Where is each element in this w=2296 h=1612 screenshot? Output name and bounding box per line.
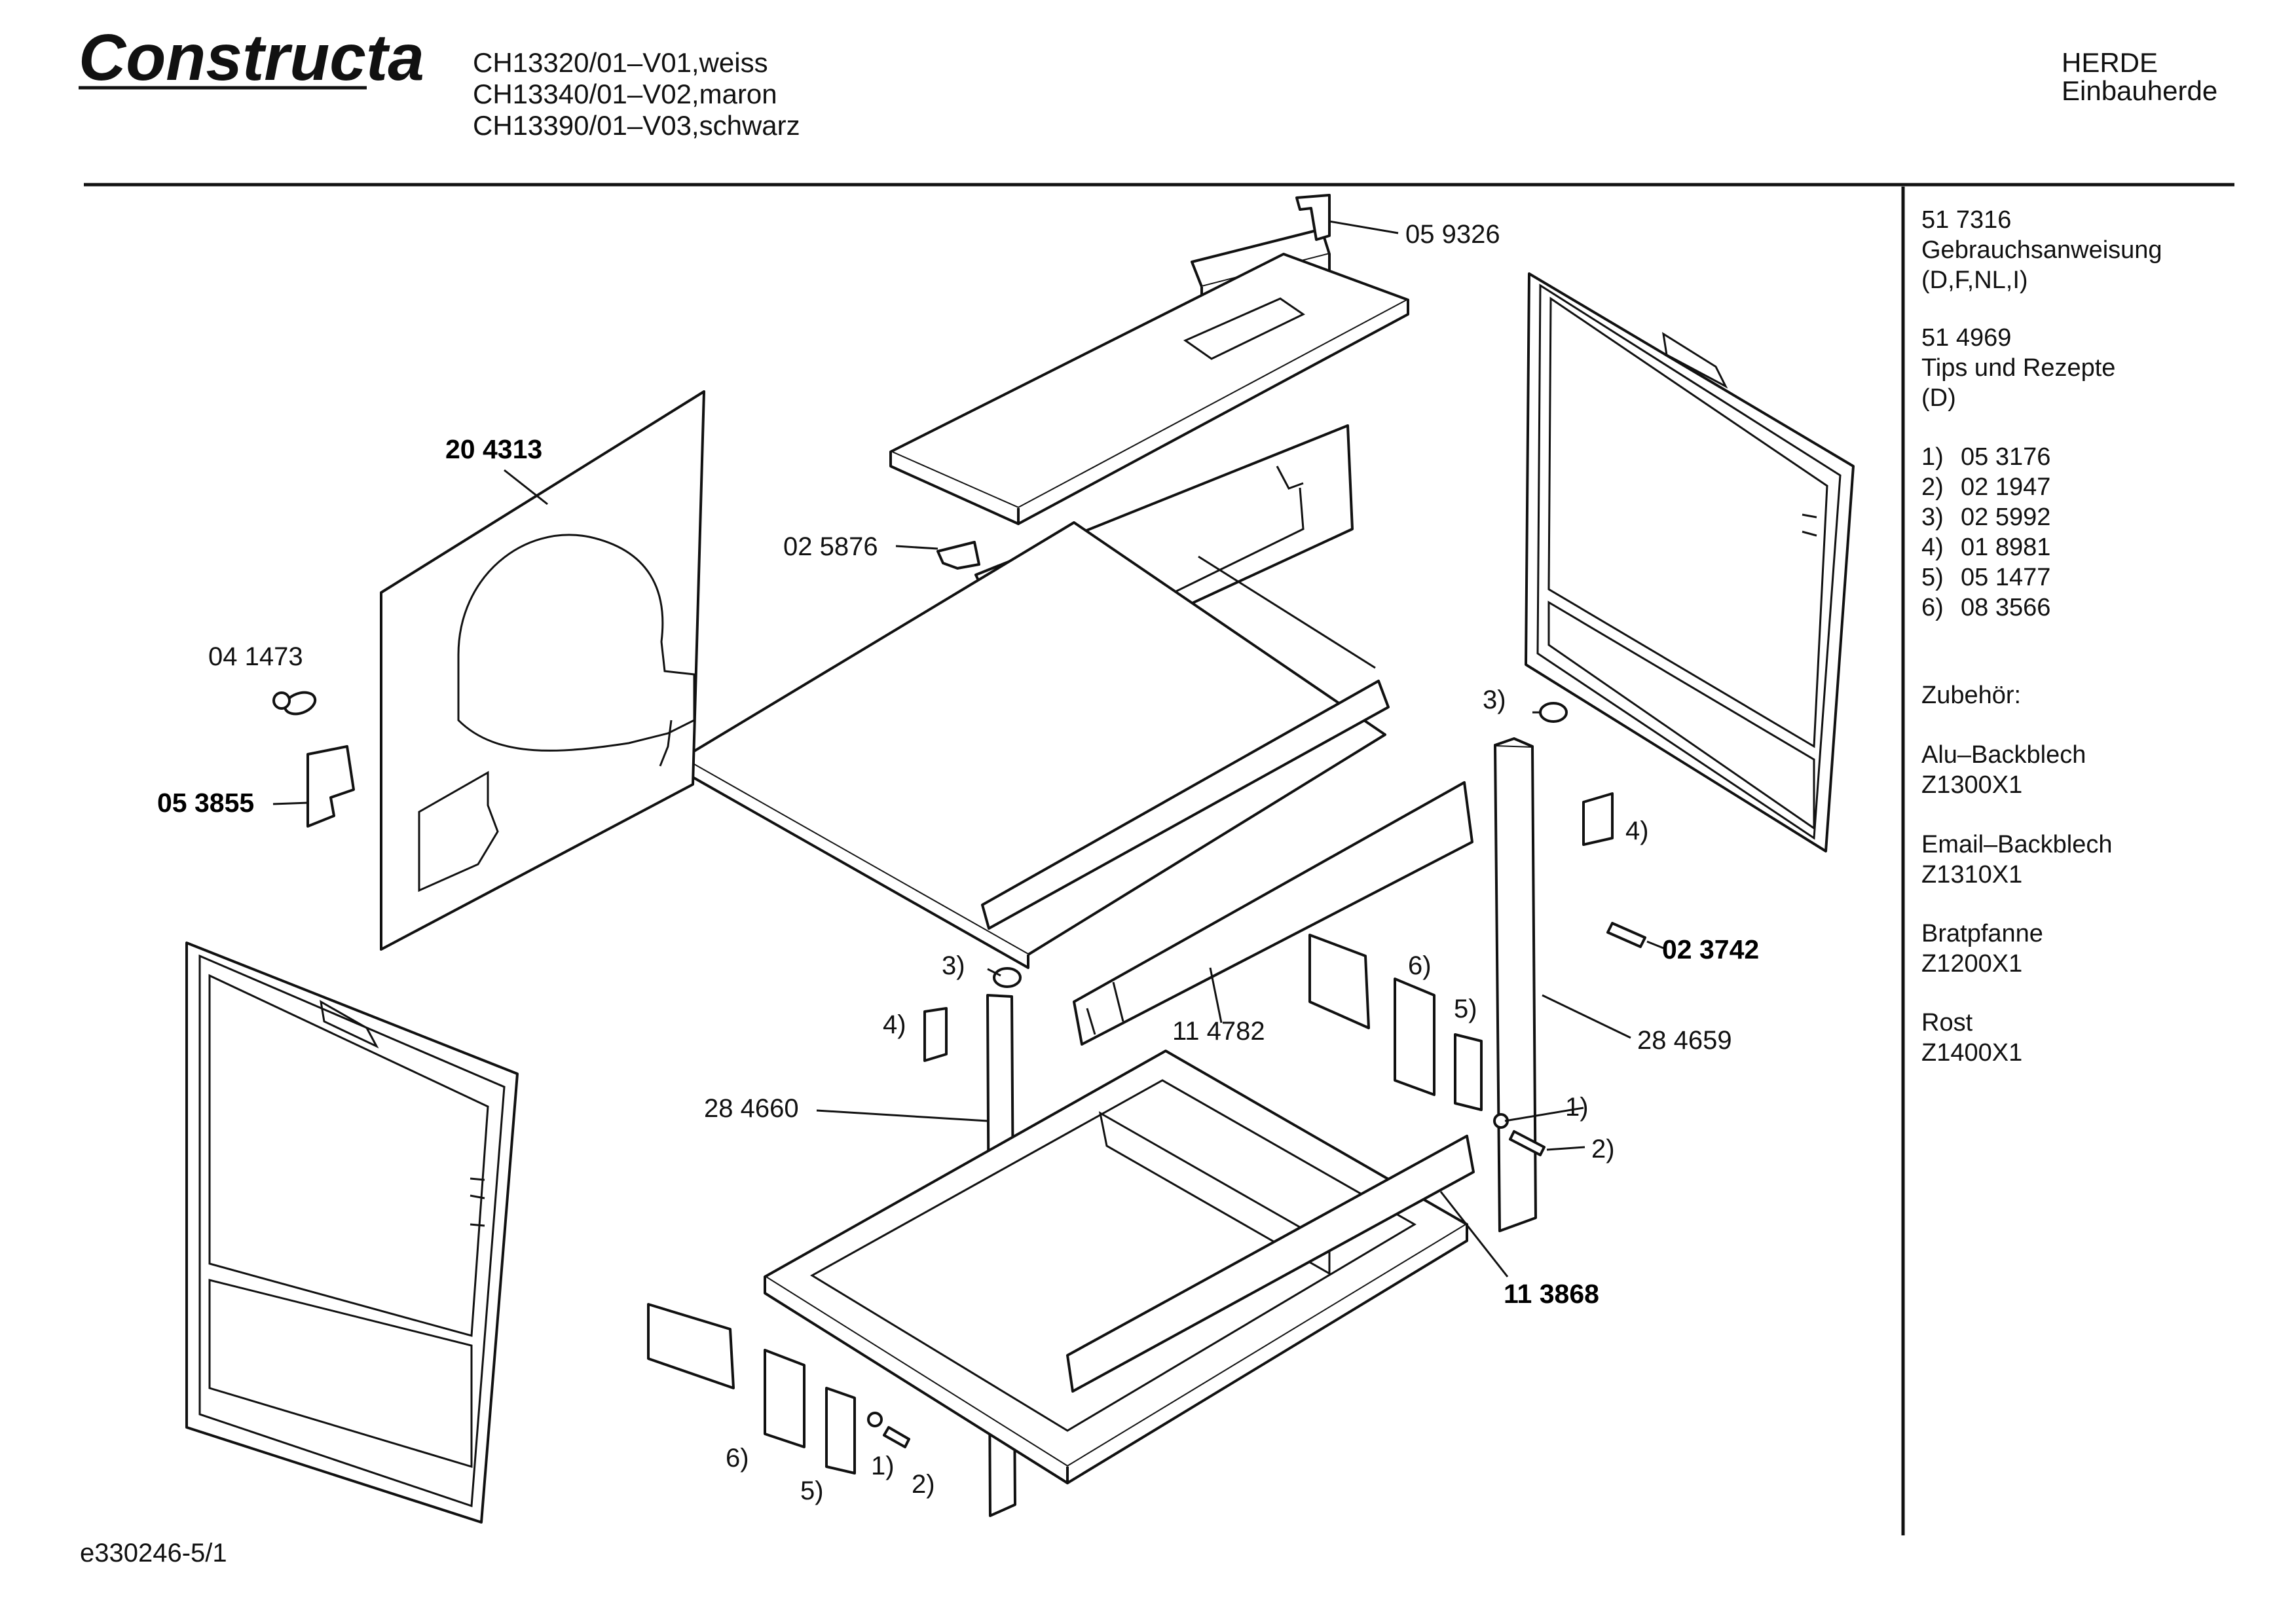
doc-entry-1: 51 7316 Gebrauchsanweisung (D,F,NL,I) [1921, 206, 2162, 294]
small-parts-list: 1) 05 3176 2) 02 1947 3) 02 5992 4) 01 8… [1921, 443, 2050, 621]
callout-ref-3-lower: 3) [942, 951, 965, 980]
angle-bracket-right [1582, 792, 1614, 846]
accessory-code: Z1400X1 [1921, 1039, 2022, 1067]
small-part-number: 05 3176 [1961, 443, 2050, 471]
top-cover-plate [889, 253, 1409, 525]
angle-bracket-left [923, 1007, 948, 1062]
callout-ref-6-right: 6) [1408, 951, 1432, 980]
hinge-bracket-left [764, 1349, 805, 1448]
callout-ref-1-left: 1) [871, 1452, 895, 1480]
doc-entry-2: 51 4969 Tips und Rezepte (D) [1921, 324, 2115, 412]
front-rail-bottom [1066, 1135, 1475, 1393]
hinge-block-right [1454, 1033, 1483, 1111]
side-wall-panel [380, 390, 705, 951]
doc-note: (D,F,NL,I) [1921, 266, 2028, 294]
callout-ref-3-upper: 3) [1483, 686, 1506, 714]
accessory-name: Alu–Backblech [1921, 741, 2086, 769]
brand-logo-text: Constructa [79, 21, 424, 94]
model-line-1: CH13320/01–V01,weiss [473, 47, 768, 78]
model-line-3: CH13390/01–V03,schwarz [473, 110, 800, 141]
callout-059326: 05 9326 [1405, 220, 1500, 249]
oven-top-plate [681, 521, 1390, 969]
small-part-ref: 5) [1921, 564, 1944, 591]
drawing-id: e330246-5/1 [80, 1539, 227, 1567]
callout-ref-6-left: 6) [726, 1444, 749, 1473]
left-door-frame [185, 942, 519, 1524]
appliance-category: HERDE Einbauherde [2062, 47, 2217, 106]
small-part-number: 02 5992 [1961, 504, 2050, 531]
screw-small-left [883, 1426, 910, 1448]
model-list: CH13320/01–V01,weiss CH13340/01–V02,maro… [473, 47, 800, 141]
subcategory-label: Einbauherde [2062, 75, 2217, 106]
accessory-code: Z1300X1 [1921, 771, 2022, 799]
side-rail-left [1073, 781, 1473, 1046]
spring-clip [936, 541, 980, 570]
doc-title: Tips und Rezepte [1921, 354, 2115, 382]
callout-284660: 28 4660 [704, 1094, 799, 1123]
callout-023742: 02 3742 [1662, 934, 1759, 964]
callout-284659: 28 4659 [1637, 1026, 1732, 1055]
base-frame [764, 1050, 1468, 1484]
washer-left [867, 1412, 883, 1427]
accessory-name: Bratpfanne [1921, 920, 2043, 947]
doc-number: 51 4969 [1921, 324, 2011, 352]
accessory-code: Z1200X1 [1921, 950, 2022, 978]
right-door-frame [1525, 272, 1855, 852]
hinge-bracket-right [1394, 978, 1435, 1096]
callout-ref-4-left: 4) [883, 1010, 906, 1039]
callout-041473: 04 1473 [208, 642, 303, 671]
doc-number: 51 7316 [1921, 206, 2011, 234]
vertical-post-right [1494, 737, 1537, 1232]
callout-114782: 11 4782 [1172, 1017, 1265, 1046]
callout-ref-4-right: 4) [1625, 816, 1649, 845]
brand-logo: Constructa [79, 21, 424, 94]
cable-clip [272, 691, 317, 716]
category-label: HERDE [2062, 47, 2158, 78]
hinge-plate-left [647, 1303, 735, 1389]
small-part-number: 02 1947 [1961, 473, 2050, 501]
model-line-2: CH13340/01–V02,maron [473, 79, 777, 109]
hinge-block-left [825, 1387, 856, 1475]
small-part-ref: 6) [1921, 594, 1944, 621]
small-part-number: 01 8981 [1961, 534, 2050, 561]
callout-ref-2-left: 2) [912, 1470, 935, 1499]
callout-113868: 11 3868 [1504, 1279, 1599, 1309]
leader-lines [272, 220, 1664, 1277]
callout-ref-2-right: 2) [1591, 1135, 1615, 1163]
side-panel: 51 7316 Gebrauchsanweisung (D,F,NL,I) 51… [1921, 206, 2162, 1067]
post-cap-upper [1539, 702, 1568, 723]
accessory-code: Z1310X1 [1921, 861, 2022, 888]
callout-ref-5-right: 5) [1454, 995, 1477, 1023]
callout-025876: 02 5876 [783, 532, 878, 561]
callout-204313: 20 4313 [445, 434, 542, 464]
callout-053855: 05 3855 [157, 788, 254, 818]
screw-large [1606, 922, 1646, 948]
screw-small-right [1509, 1130, 1546, 1156]
small-part-number: 08 3566 [1961, 594, 2050, 621]
doc-title: Gebrauchsanweisung [1921, 236, 2162, 264]
small-part-number: 05 1477 [1961, 564, 2050, 591]
small-part-ref: 3) [1921, 504, 1944, 531]
accessory-name: Email–Backblech [1921, 831, 2112, 858]
cover-plate-small [306, 745, 355, 828]
callout-ref-5-left: 5) [800, 1476, 824, 1505]
small-part-ref: 2) [1921, 473, 1944, 501]
accessories-list: Alu–Backblech Z1300X1 Email–Backblech Z1… [1921, 741, 2112, 1067]
accessories-heading: Zubehör: [1921, 682, 2021, 709]
hinge-plate-right [1308, 934, 1370, 1029]
small-part-ref: 4) [1921, 534, 1944, 561]
post-cap-lower [993, 967, 1022, 988]
accessory-name: Rost [1921, 1009, 1973, 1036]
doc-note: (D) [1921, 384, 1956, 412]
callout-labels: 05 9326 20 4313 02 5876 04 1473 05 3855 … [157, 220, 1759, 1505]
callout-ref-1-right: 1) [1565, 1093, 1589, 1122]
small-part-ref: 1) [1921, 443, 1944, 471]
